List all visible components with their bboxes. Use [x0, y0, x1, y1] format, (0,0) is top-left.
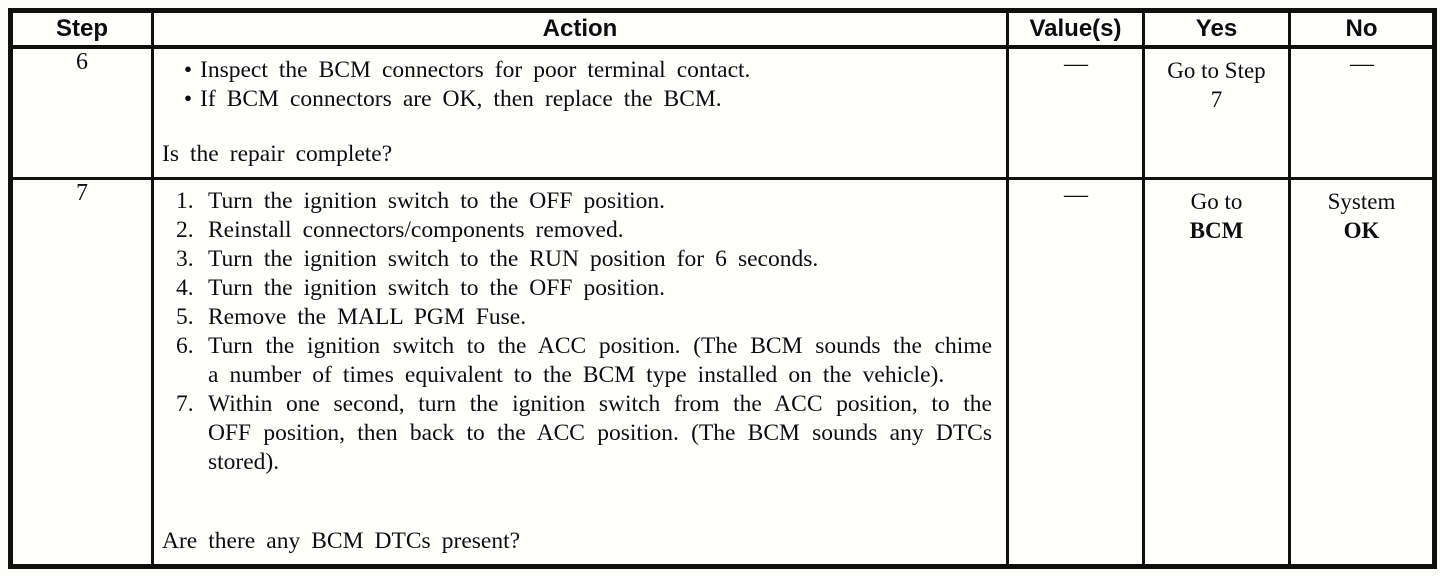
values-cell: — [1006, 177, 1145, 568]
yes-cell: Go to BCM [1142, 177, 1291, 568]
numbered-item: 3. Turn the ignition switch to the RUN p… [176, 245, 996, 274]
yes-cell: Go to Step 7 [1142, 45, 1291, 180]
bullet-glyph: • [183, 57, 193, 83]
yes-text-line1: Go to Step [1167, 58, 1266, 83]
table-row-step-7: 7 1. Turn the ignition switch to the OFF… [9, 177, 1436, 568]
numbered-item: 7. Within one second, turn the ignition … [176, 390, 996, 477]
item-text: Turn the ignition switch to the OFF posi… [208, 188, 666, 214]
header-cell-values: Value(s) [1006, 9, 1145, 49]
diagnostic-table: Step Action Value(s) Yes No 6 • Inspect … [8, 8, 1437, 569]
bullet-text: If BCM connectors are OK, then replace t… [200, 86, 722, 112]
yes-text-line2: BCM [1189, 218, 1244, 243]
bullet-item: • Inspect the BCM connectors for poor te… [176, 56, 996, 85]
header-cell-yes: Yes [1142, 9, 1291, 49]
no-cell: System OK [1288, 177, 1436, 568]
bullet-item: • If BCM connectors are OK, then replace… [176, 85, 996, 114]
item-text: Turn the ignition switch to the RUN posi… [208, 246, 819, 272]
action-question: Are there any BCM DTCs present? [162, 528, 521, 554]
numbered-item: 5. Remove the MALL PGM Fuse. [176, 303, 996, 332]
numbered-item: 2. Reinstall connectors/components remov… [176, 216, 996, 245]
no-cell: — [1288, 45, 1436, 180]
header-cell-action: Action [151, 9, 1009, 49]
item-text: Reinstall connectors/components removed. [208, 217, 624, 243]
item-number: 6. [176, 333, 194, 359]
yes-text-line1: Go to [1190, 189, 1243, 214]
item-number: 3. [176, 246, 194, 272]
header-cell-step: Step [9, 9, 154, 49]
bullet-glyph: • [183, 86, 193, 112]
bullet-text: Inspect the BCM connectors for poor term… [200, 57, 751, 83]
item-number: 4. [176, 275, 194, 301]
values-cell: — [1006, 45, 1145, 180]
item-text: Turn the ignition switch to the ACC posi… [208, 333, 992, 388]
action-cell: • Inspect the BCM connectors for poor te… [151, 45, 1009, 180]
yes-text-line2: 7 [1210, 87, 1223, 112]
item-number: 5. [176, 304, 194, 330]
step-number: 6 [9, 45, 154, 180]
table-header-row: Step Action Value(s) Yes No [9, 9, 1436, 49]
numbered-item: 4. Turn the ignition switch to the OFF p… [176, 274, 996, 303]
numbered-item: 6. Turn the ignition switch to the ACC p… [176, 332, 996, 390]
table-row-step-6: 6 • Inspect the BCM connectors for poor … [9, 45, 1436, 180]
item-number: 7. [176, 391, 194, 417]
em-dash: — [1064, 182, 1088, 208]
action-cell: 1. Turn the ignition switch to the OFF p… [151, 177, 1009, 568]
no-text-line2: OK [1343, 218, 1380, 243]
item-number: 1. [176, 188, 194, 214]
action-question: Is the repair complete? [162, 141, 393, 167]
em-dash: — [1350, 51, 1374, 77]
numbered-item: 1. Turn the ignition switch to the OFF p… [176, 187, 996, 216]
item-number: 2. [176, 217, 194, 243]
em-dash: — [1064, 51, 1088, 77]
item-text: Remove the MALL PGM Fuse. [208, 304, 527, 330]
header-cell-no: No [1288, 9, 1436, 49]
step-number: 7 [9, 177, 154, 568]
no-text-line1: System [1327, 189, 1396, 214]
item-text: Turn the ignition switch to the OFF posi… [208, 275, 666, 301]
item-text: Within one second, turn the ignition swi… [208, 391, 992, 475]
